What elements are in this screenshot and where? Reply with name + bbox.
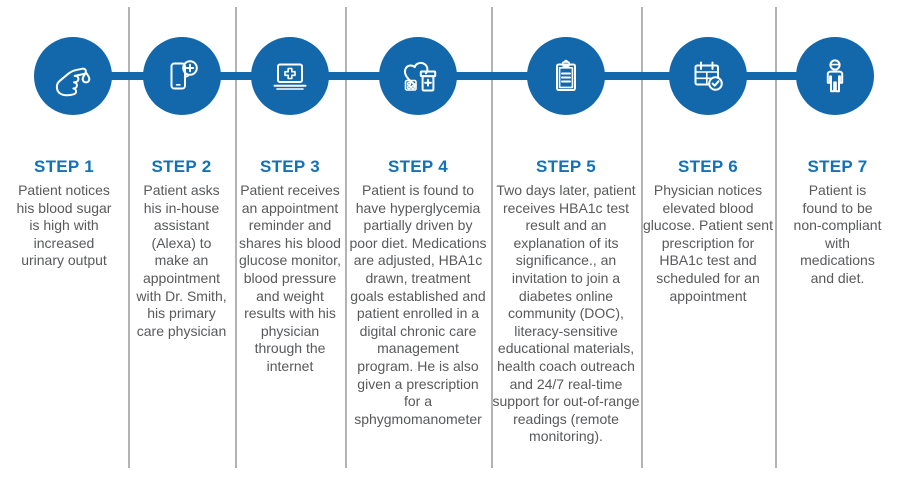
step-3-circle <box>251 37 329 115</box>
step-3-description: Patient receives an appointment reminder… <box>239 182 341 374</box>
timeline-step-6: STEP 6 Physician notices elevated blood … <box>641 0 775 477</box>
step-1-description: Patient notices his blood sugar is high … <box>16 182 112 269</box>
timeline-step-2: STEP 2 Patient asks his in-house assista… <box>128 0 235 477</box>
step-4-circle <box>379 37 457 115</box>
step-2-label: STEP 2 <box>151 157 212 176</box>
column-divider <box>128 7 130 468</box>
step-6-circle <box>669 37 747 115</box>
clipboard-icon <box>542 52 590 100</box>
column-divider <box>235 7 237 468</box>
step-2-description: Patient asks his in-house assistant (Ale… <box>136 182 227 339</box>
step-3-label: STEP 3 <box>259 157 321 176</box>
calendar-check-icon <box>684 52 732 100</box>
computer-medical-cross-icon <box>266 52 314 100</box>
column-divider <box>491 7 493 468</box>
timeline-step-7: STEP 7 Patient is found to be non-compli… <box>775 0 900 477</box>
column-divider <box>641 7 643 468</box>
timeline-step-5: STEP 5 Two days later, patient receives … <box>491 0 641 477</box>
timeline-step-1: STEP 1 Patient notices his blood sugar i… <box>0 0 128 477</box>
step-5-label: STEP 5 <box>535 157 597 176</box>
person-icon <box>811 52 859 100</box>
finger-blood-drop-icon <box>49 52 97 100</box>
step-4-label: STEP 4 <box>387 157 449 176</box>
step-5-description: Two days later, patient receives HBA1c t… <box>492 182 640 445</box>
step-6-label: STEP 6 <box>677 157 739 176</box>
column-divider <box>345 7 347 468</box>
heart-medication-bottle-icon <box>394 52 442 100</box>
smartphone-add-assistant-icon <box>158 52 206 100</box>
step-7-description: Patient is found to be non-compliant wit… <box>793 182 882 286</box>
step-1-label: STEP 1 <box>33 157 95 176</box>
step-6-description: Physician notices elevated blood glucose… <box>643 182 773 304</box>
step-5-circle <box>527 37 605 115</box>
step-4-description: Patient is found to have hyperglycemia p… <box>349 182 487 427</box>
step-1-circle <box>34 37 112 115</box>
step-7-label: STEP 7 <box>807 157 868 176</box>
column-divider <box>775 7 777 468</box>
timeline-step-3: STEP 3 Patient receives an appointment r… <box>235 0 345 477</box>
step-2-circle <box>142 37 221 115</box>
step-7-circle <box>795 37 874 115</box>
timeline-step-4: STEP 4 Patient is found to have hypergly… <box>345 0 491 477</box>
